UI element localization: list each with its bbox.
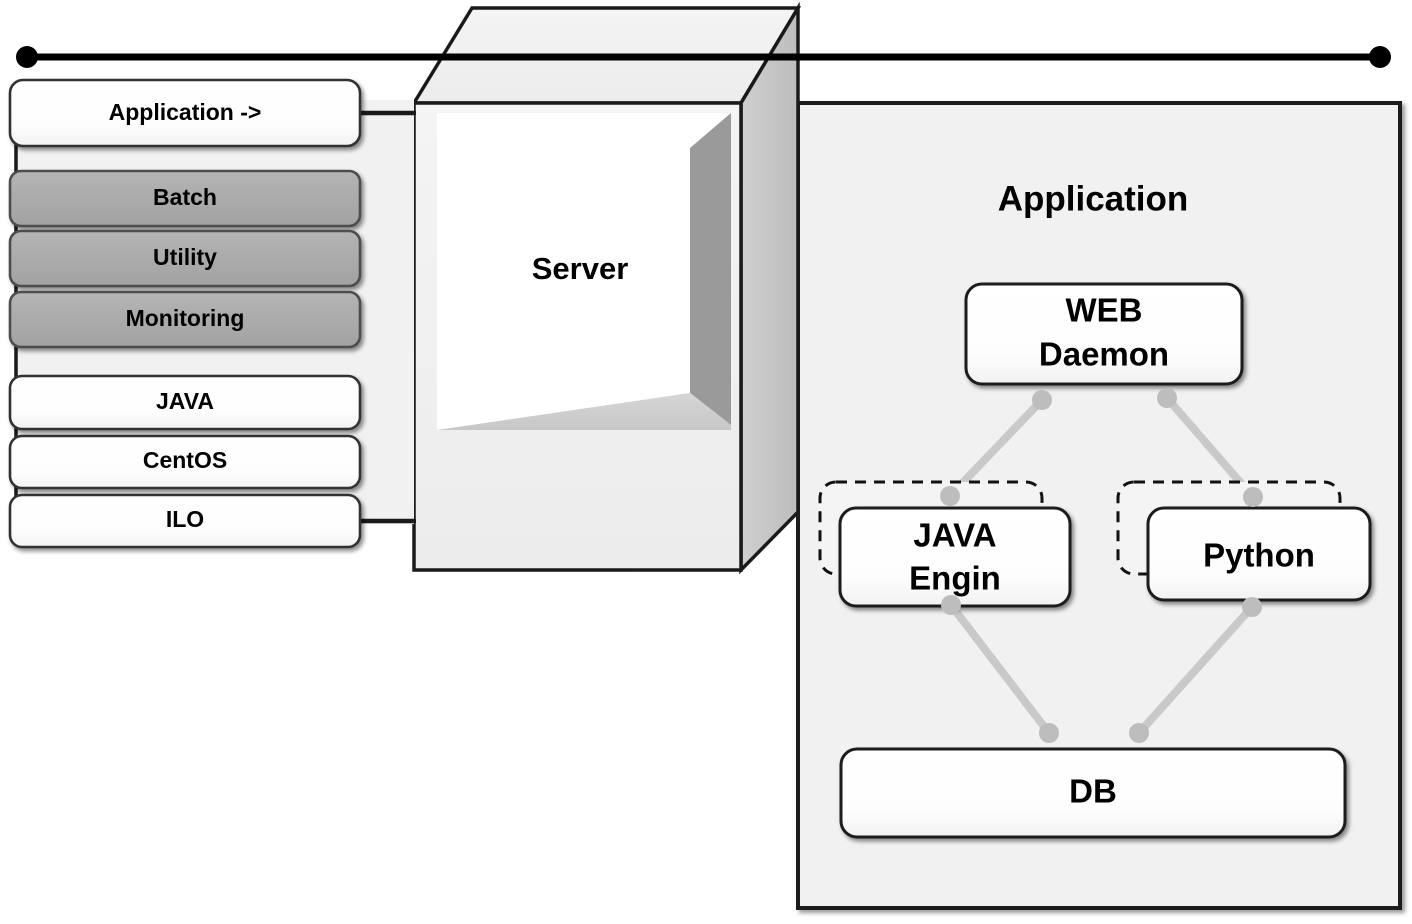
stack-item-java-label: JAVA [156,388,214,414]
node-java-engin[interactable]: JAVA Engin [818,480,1072,608]
stack-items: Application -> Batch Utility Monitoring … [8,78,362,549]
bus-right-endpoint-dot [1369,46,1391,68]
node-web-daemon-label-line1: WEB [1066,292,1143,329]
bus-left-endpoint-dot [16,46,38,68]
application-edges [946,394,1257,737]
stack-item-centos-box[interactable] [8,434,362,490]
dot-db-right [1129,723,1149,743]
stack-item-application-label: Application -> [109,99,262,125]
stack-item-monitoring-label: Monitoring [126,305,245,331]
stack-item-java-box[interactable] [8,374,362,431]
stack-item-ilo-label: ILO [166,506,204,532]
edge-web-daemon-to-java-engin [946,396,1046,500]
node-web-daemon[interactable]: WEB Daemon [964,282,1244,386]
edge-python-to-db [1135,603,1256,737]
server-cube-side-face [739,1,800,575]
stack-item-batch-label: Batch [153,184,217,210]
edge-endpoint-dots [940,388,1263,743]
server-window-floor-2 [437,393,731,430]
stack-item-utility[interactable]: Utility [8,229,362,288]
edge-java-engin-to-db [947,601,1053,737]
node-python[interactable]: Python [1116,480,1372,602]
dot-db-left [1039,723,1059,743]
server-window-right-wall [690,113,731,425]
stack-item-monitoring-box[interactable] [8,290,362,349]
dot-java-engin-bottom [941,595,961,615]
server-cube: Server [410,1,802,575]
dot-web-daemon-right [1157,388,1177,408]
node-java-engin-label-line1: JAVA [913,517,996,554]
dot-web-daemon-left [1032,390,1052,410]
stack-item-ilo[interactable]: ILO [8,493,362,549]
node-java-engin-label-line2: Engin [909,560,1001,597]
stack-item-utility-label: Utility [153,244,217,270]
node-db-label: DB [1069,773,1117,810]
dot-java-engin-top [940,486,960,506]
stack-item-utility-box[interactable] [8,229,362,288]
node-web-daemon-label-line2: Daemon [1039,336,1169,373]
dot-python-top [1243,487,1263,507]
dot-python-bottom [1242,597,1262,617]
node-python-label: Python [1203,537,1315,574]
node-web-daemon-box[interactable] [964,282,1244,386]
node-db[interactable]: DB [839,747,1347,839]
top-bus [16,46,1391,68]
stack-item-monitoring[interactable]: Monitoring [8,290,362,349]
stack-item-ilo-box[interactable] [8,493,362,549]
stack-item-java[interactable]: JAVA [8,374,362,431]
server-label: Server [532,251,629,286]
node-db-box[interactable] [839,747,1347,839]
stack-item-application[interactable]: Application -> [8,78,362,148]
stack-item-application-box[interactable] [8,78,362,148]
server-window-recess [437,113,731,430]
stack-item-centos[interactable]: CentOS [8,434,362,490]
application-panel-title: Application [998,179,1189,218]
stack-item-batch-box[interactable] [8,169,362,228]
stack-item-batch[interactable]: Batch [8,169,362,228]
stack-item-centos-label: CentOS [143,447,227,473]
